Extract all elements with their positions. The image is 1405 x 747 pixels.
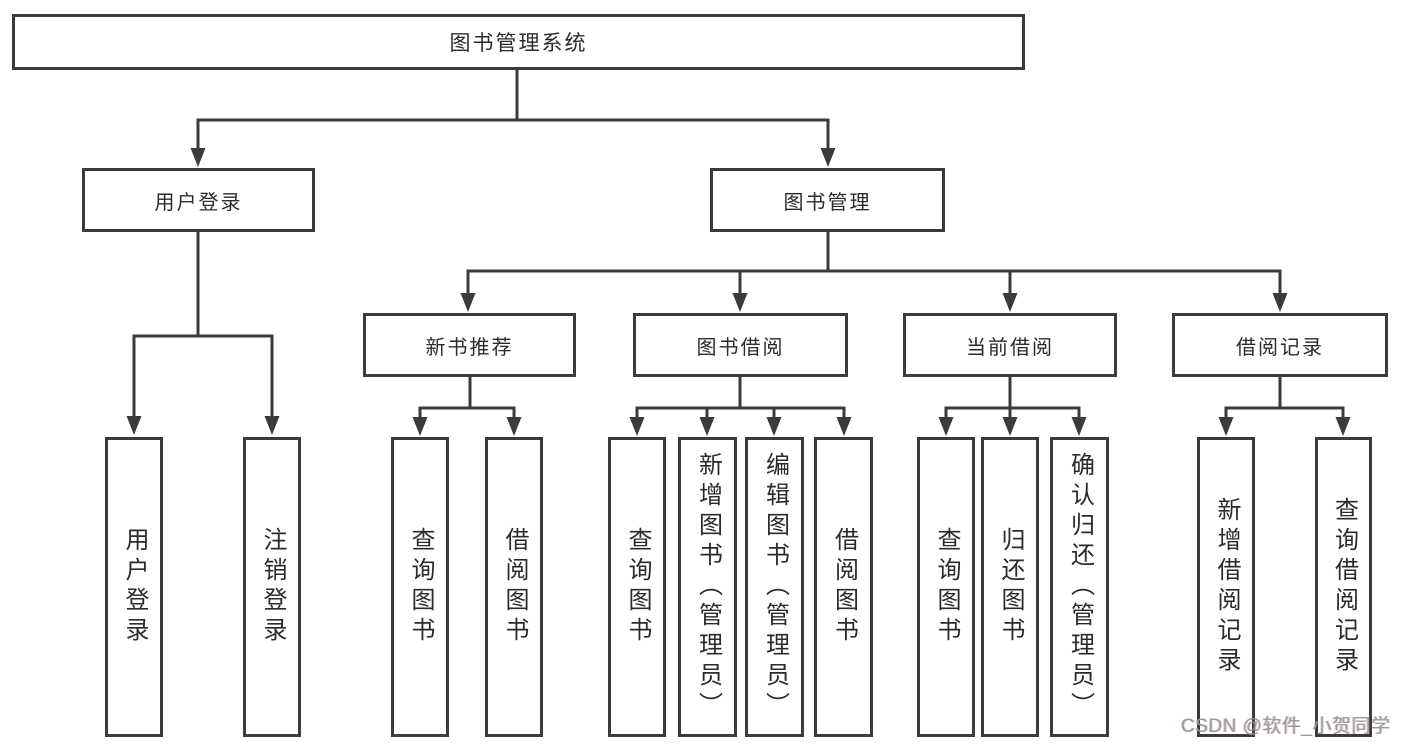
node-borrow-records-label: 借阅记录 [1236, 336, 1324, 359]
arrowhead [1272, 293, 1288, 312]
arrowhead [460, 293, 476, 312]
arrowhead [732, 293, 748, 312]
node-leaf-query-books-current: 查询图书 [917, 437, 975, 737]
arrowhead [1002, 293, 1018, 312]
node-leaf-query-books-borrow: 查询图书 [608, 437, 666, 737]
leaf-label: 查询图书 [933, 527, 959, 647]
leaf-label: 新增图书（管理员） [694, 452, 721, 722]
arrowhead [264, 416, 280, 435]
node-book-borrow-label: 图书借阅 [696, 336, 785, 359]
node-leaf-borrow-books-recommend: 借阅图书 [485, 437, 543, 737]
node-leaf-confirm-return-admin: 确认归还（管理员） [1050, 437, 1109, 737]
node-root: 图书管理系统 [12, 14, 1025, 70]
node-book-borrow: 图书借阅 [633, 313, 848, 377]
leaf-label: 借阅图书 [501, 527, 527, 647]
arrowhead [938, 417, 954, 436]
leaf-label: 查询图书 [624, 527, 650, 647]
arrowhead [1218, 417, 1234, 436]
node-new-book-recommend-label: 新书推荐 [425, 336, 514, 359]
node-current-borrow: 当前借阅 [903, 313, 1117, 377]
node-leaf-add-books-admin: 新增图书（管理员） [678, 437, 737, 737]
leaf-label: 借阅图书 [830, 527, 857, 647]
arrowhead [126, 416, 142, 435]
leaf-label: 查询图书 [407, 527, 433, 647]
node-borrow-records: 借阅记录 [1172, 313, 1388, 377]
leaf-label: 注销登录 [259, 527, 285, 647]
node-user-login-label: 用户登录 [154, 191, 243, 214]
connector-book-management [460, 230, 1288, 312]
connector-new-book-recommend [412, 375, 522, 436]
node-leaf-return-books: 归还图书 [981, 437, 1039, 737]
leaf-label: 编辑图书（管理员） [761, 452, 788, 722]
arrowhead [1071, 417, 1087, 436]
node-leaf-borrow-books: 借阅图书 [814, 437, 873, 737]
node-current-borrow-label: 当前借阅 [966, 336, 1054, 359]
node-new-book-recommend: 新书推荐 [363, 313, 576, 377]
node-leaf-query-borrow-record: 查询借阅记录 [1315, 437, 1372, 737]
node-leaf-logout: 注销登录 [243, 437, 301, 737]
arrowhead [190, 148, 206, 167]
node-leaf-edit-books-admin: 编辑图书（管理员） [745, 437, 804, 737]
connector-root [190, 68, 836, 167]
arrowhead [506, 417, 522, 436]
arrowhead [820, 148, 836, 167]
arrowhead [699, 417, 715, 436]
node-user-login: 用户登录 [82, 168, 315, 232]
arrowhead [629, 417, 645, 436]
leaf-label: 归还图书 [997, 527, 1023, 647]
node-book-management: 图书管理 [710, 168, 945, 232]
node-leaf-add-borrow-record: 新增借阅记录 [1197, 437, 1255, 737]
node-book-management-label: 图书管理 [783, 191, 872, 214]
leaf-label: 确认归还（管理员） [1066, 452, 1093, 722]
leaf-label: 查询借阅记录 [1330, 497, 1357, 677]
connector-book-borrow [629, 375, 852, 436]
connector-current-borrow [938, 375, 1087, 436]
arrowhead [412, 417, 428, 436]
connector-borrow-records [1218, 375, 1351, 436]
leaf-label: 用户登录 [121, 527, 147, 647]
connector-user-login [126, 230, 280, 435]
arrowhead [836, 417, 852, 436]
csdn-watermark: CSDN @软件_小贺同学 [1181, 716, 1391, 737]
node-leaf-query-books-recommend: 查询图书 [391, 437, 449, 737]
node-root-label: 图书管理系统 [449, 31, 588, 55]
leaf-label: 新增借阅记录 [1213, 497, 1239, 677]
arrowhead [1335, 417, 1351, 436]
node-leaf-user-login: 用户登录 [105, 437, 163, 737]
arrowhead [766, 417, 782, 436]
arrowhead [1002, 417, 1018, 436]
